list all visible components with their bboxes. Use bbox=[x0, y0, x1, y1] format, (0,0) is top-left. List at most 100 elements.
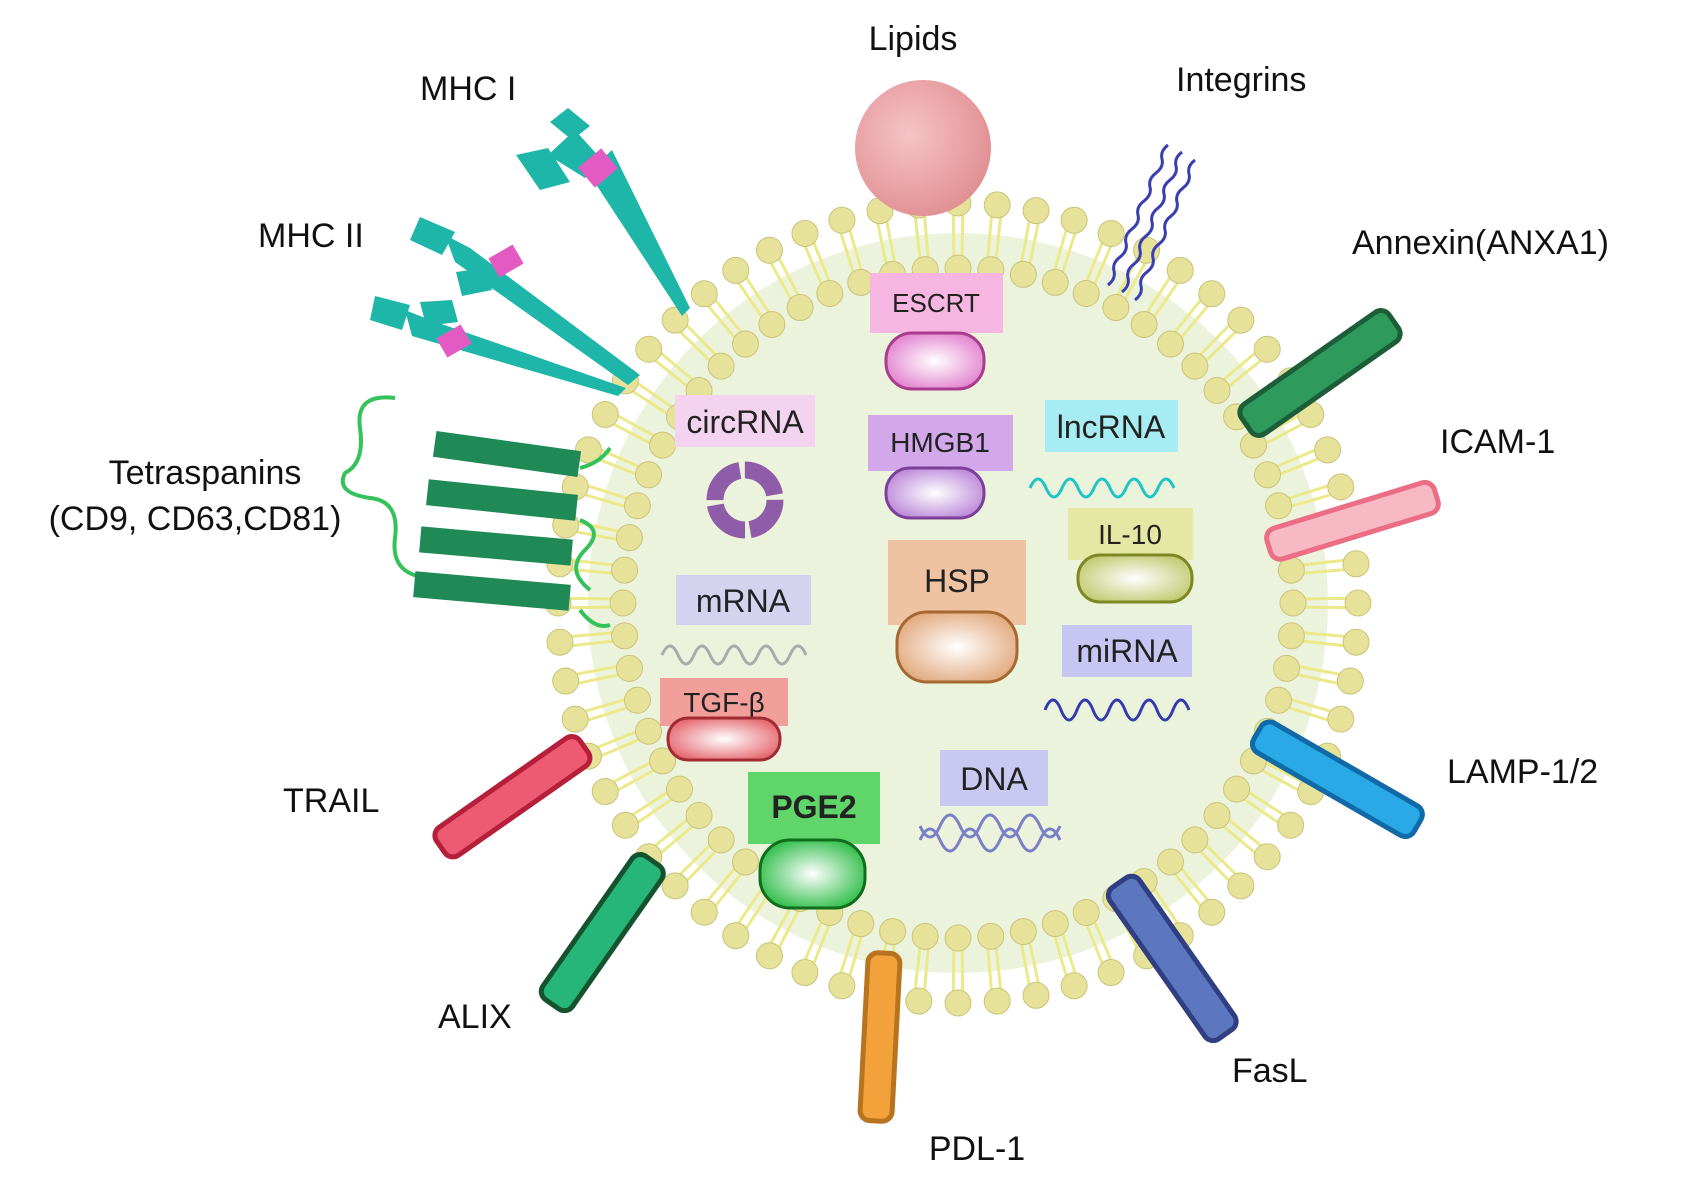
lipid-tail bbox=[1199, 324, 1231, 356]
integrins bbox=[1107, 143, 1196, 302]
tgfb-label: TGF-β bbox=[683, 687, 764, 718]
lipid-head bbox=[1265, 492, 1293, 520]
lipid-tail bbox=[994, 217, 1003, 259]
tgfb-capsule bbox=[666, 716, 782, 762]
lncrna-strand bbox=[1028, 477, 1176, 499]
lipid-tail bbox=[913, 947, 922, 989]
lipid-head bbox=[1223, 775, 1251, 803]
lipid-head bbox=[1022, 197, 1050, 225]
lipid-head bbox=[649, 431, 677, 459]
lipid-head bbox=[707, 352, 735, 380]
lipid-head bbox=[1327, 473, 1355, 501]
label-tetraspanins-line1: Tetraspanins bbox=[109, 454, 302, 492]
lipid-tail bbox=[1173, 872, 1202, 907]
escrt-label: ESCRT bbox=[892, 288, 980, 318]
lipid-tail bbox=[632, 390, 669, 415]
lipid-tail bbox=[1298, 665, 1340, 676]
lipid-head bbox=[983, 987, 1011, 1015]
label-mhc-ii: MHC II bbox=[258, 217, 364, 255]
circrna-label-box bbox=[675, 395, 815, 447]
lipid-head bbox=[828, 206, 856, 234]
lipid-tail bbox=[637, 797, 673, 824]
lncrna-label-box bbox=[1045, 400, 1178, 452]
lipid-tail bbox=[803, 245, 823, 285]
lipid-tail bbox=[812, 242, 831, 282]
lipid-head bbox=[847, 910, 875, 938]
lipid-tail bbox=[617, 768, 655, 792]
lipid-tail bbox=[660, 825, 694, 854]
il10-label: IL-10 bbox=[1098, 519, 1162, 550]
lipid-head bbox=[1203, 802, 1231, 830]
lipid-tail bbox=[737, 282, 764, 318]
lipid-tail bbox=[1061, 933, 1077, 974]
lipid-head bbox=[1342, 550, 1370, 578]
lipid-tail bbox=[1297, 673, 1338, 685]
lipid-tail bbox=[1085, 924, 1104, 964]
lipid-head bbox=[1336, 667, 1364, 695]
lipid-tail bbox=[1180, 867, 1209, 901]
lipid-head bbox=[1097, 219, 1125, 247]
lipid-head bbox=[707, 826, 735, 854]
lipid-tail bbox=[923, 216, 930, 258]
lipid-tail bbox=[1205, 330, 1237, 362]
lipid-tail bbox=[1302, 639, 1344, 648]
lipid-tail bbox=[654, 818, 689, 847]
lipid-tail bbox=[1303, 568, 1345, 575]
lipid-tail bbox=[1279, 457, 1319, 476]
lipid-head bbox=[1102, 294, 1130, 322]
lipid-head bbox=[758, 310, 786, 338]
lipid-tail bbox=[587, 706, 628, 722]
lipid-head bbox=[591, 400, 619, 428]
trail-protein bbox=[432, 734, 593, 860]
lipid-head bbox=[546, 628, 574, 656]
lipid-head bbox=[816, 280, 844, 308]
lipid-head bbox=[755, 942, 783, 970]
mhc-i bbox=[516, 108, 690, 316]
lipid-head bbox=[1198, 898, 1226, 926]
lipid-head bbox=[591, 778, 619, 806]
lipid-tail bbox=[885, 221, 896, 263]
label-icam: ICAM-1 bbox=[1440, 423, 1555, 461]
lipid-head bbox=[1157, 330, 1185, 358]
lipid-tail bbox=[986, 216, 993, 258]
icam-protein bbox=[1264, 479, 1441, 562]
lipid-tail bbox=[587, 484, 628, 500]
lipid-tail bbox=[617, 414, 655, 438]
hsp-label: HSP bbox=[924, 563, 990, 599]
lipid-tail bbox=[1227, 359, 1262, 388]
pge2-label: PGE2 bbox=[771, 789, 856, 825]
lipid-head bbox=[574, 436, 602, 464]
lipid-tail bbox=[714, 872, 743, 907]
label-alix: ALIX bbox=[438, 998, 512, 1036]
lipid-tail bbox=[1123, 262, 1147, 300]
annexin-protein bbox=[1237, 308, 1403, 438]
lipid-tail bbox=[1152, 888, 1179, 924]
lipid-tail bbox=[769, 262, 793, 300]
lipid-tail bbox=[600, 738, 640, 758]
lipid-head bbox=[1253, 335, 1281, 363]
lipid-tail bbox=[707, 305, 736, 339]
lipid-tail bbox=[839, 933, 855, 974]
lipid-head bbox=[1279, 589, 1307, 617]
lipid-tail bbox=[1265, 422, 1304, 445]
lipid-tail bbox=[1276, 448, 1316, 468]
lipid-tail bbox=[1020, 221, 1031, 263]
lipid-head bbox=[1072, 280, 1100, 308]
lipid-tail bbox=[1288, 484, 1329, 500]
lipid-tail bbox=[584, 698, 626, 713]
lipid-head bbox=[905, 987, 933, 1015]
lipid-tail bbox=[1028, 942, 1040, 983]
lipid-head bbox=[1198, 280, 1226, 308]
hmgb1-capsule bbox=[884, 466, 986, 520]
lipid-head bbox=[1273, 654, 1301, 682]
lipid-head bbox=[609, 589, 637, 617]
lipid-head bbox=[847, 268, 875, 296]
lipid-head bbox=[731, 330, 759, 358]
label-tetraspanins-line2: (CD9, CD63,CD81) bbox=[49, 500, 342, 538]
lipid-tail bbox=[769, 906, 793, 944]
lncrna-label: lncRNA bbox=[1057, 409, 1166, 445]
lipid-sphere bbox=[855, 80, 991, 216]
alix-protein bbox=[538, 852, 666, 1014]
lipid-tail bbox=[848, 229, 863, 271]
lipid-tail bbox=[745, 892, 770, 929]
